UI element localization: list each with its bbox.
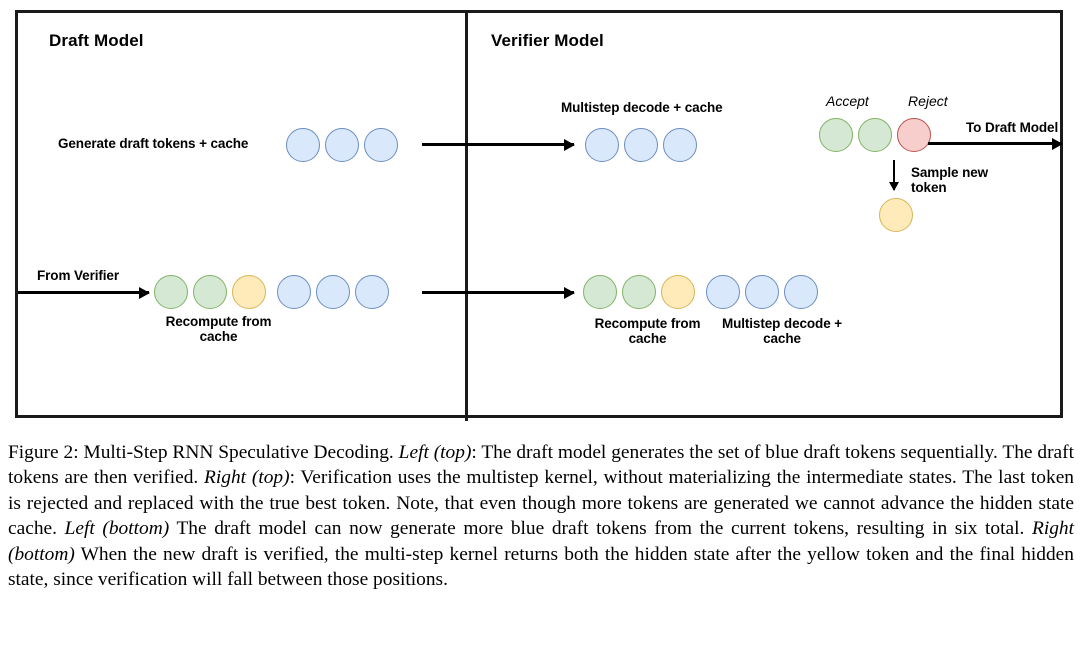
token-blue	[706, 275, 740, 309]
reject-label: Reject	[908, 93, 948, 109]
token-blue	[325, 128, 359, 162]
token-blue	[316, 275, 350, 309]
token-blue	[745, 275, 779, 309]
token-blue	[624, 128, 658, 162]
caption-title: Multi-Step RNN Speculative Decoding.	[83, 442, 394, 463]
arrow-draft-to-verifier-top	[422, 143, 574, 146]
verifier-top-decode-token-row	[585, 128, 702, 162]
arrow-draft-to-verifier-bottom	[422, 291, 574, 294]
token-blue	[364, 128, 398, 162]
token-green-accept	[819, 118, 853, 152]
multistep-decode-cache-label-bottom: Multistep decode + cache	[721, 316, 843, 346]
arrow-sample-new-token	[893, 160, 895, 190]
token-blue	[585, 128, 619, 162]
token-yellow	[661, 275, 695, 309]
recompute-from-cache-label-right: Recompute from cache	[594, 316, 701, 346]
draft-top-token-row	[286, 128, 403, 162]
token-yellow-sampled	[879, 198, 913, 232]
draft-bottom-token-row	[154, 275, 394, 309]
token-blue	[663, 128, 697, 162]
arrow-from-verifier	[18, 291, 149, 294]
verifier-model-panel-title: Verifier Model	[491, 31, 604, 50]
caption-number: Figure 2:	[8, 442, 79, 463]
multistep-decode-cache-label-top: Multistep decode + cache	[561, 100, 723, 115]
verifier-top-result-token-row	[819, 118, 936, 152]
token-green	[583, 275, 617, 309]
generate-draft-tokens-label: Generate draft tokens + cache	[58, 136, 249, 151]
verifier-top-sampled-token-row	[879, 198, 918, 232]
token-blue	[355, 275, 389, 309]
sample-new-token-label: Sample new token	[911, 165, 989, 195]
caption-body: Left (top): The draft model generates th…	[8, 442, 1074, 591]
token-yellow	[232, 275, 266, 309]
draft-model-panel-title: Draft Model	[49, 31, 144, 50]
token-blue	[784, 275, 818, 309]
token-blue	[277, 275, 311, 309]
recompute-from-cache-label-left: Recompute from cache	[165, 314, 272, 344]
arrow-to-draft-model	[928, 142, 1062, 145]
token-green	[154, 275, 188, 309]
token-green	[193, 275, 227, 309]
accept-label: Accept	[826, 93, 869, 109]
token-blue	[286, 128, 320, 162]
figure-caption: Figure 2: Multi-Step RNN Speculative Dec…	[8, 440, 1074, 592]
token-red-reject	[897, 118, 931, 152]
to-draft-model-label: To Draft Model	[966, 120, 1059, 135]
token-green	[622, 275, 656, 309]
from-verifier-label: From Verifier	[37, 268, 119, 283]
verifier-bottom-token-row	[583, 275, 823, 309]
panel-divider	[465, 10, 468, 421]
token-green-accept	[858, 118, 892, 152]
